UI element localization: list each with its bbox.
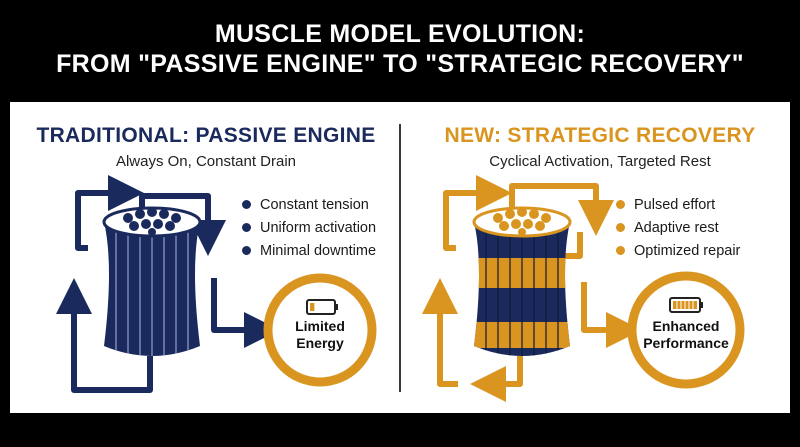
bullet-dot — [242, 223, 251, 232]
right-result-label: Enhanced Performance — [626, 318, 746, 352]
list-item: Minimal downtime — [242, 239, 376, 262]
arrow-top-left — [75, 175, 144, 251]
arrow-top-right — [139, 193, 226, 256]
right-result-line-1: Enhanced — [652, 318, 720, 334]
list-item: Optimized repair — [616, 239, 740, 262]
muscle-fiber-bundle-icon — [102, 206, 202, 356]
list-item: Adaptive rest — [616, 216, 740, 239]
bullet-dot — [242, 246, 251, 255]
bullet-text: Optimized repair — [634, 242, 741, 259]
arrow-top-left — [443, 175, 512, 251]
arrow-mid-right — [560, 232, 583, 259]
bullet-text: Pulsed effort — [634, 196, 716, 213]
left-subheading: Always On, Constant Drain — [115, 153, 297, 170]
limited-energy-ring — [263, 273, 377, 387]
muscle-fiber-bundle-striped-icon — [472, 206, 572, 356]
battery-full-icon — [669, 297, 703, 313]
battery-low-icon — [306, 299, 338, 315]
arrow-to-result — [211, 278, 280, 348]
bullet-dot — [616, 200, 625, 209]
enhanced-performance-ring — [627, 271, 745, 389]
bullet-dot — [616, 246, 625, 255]
right-cycle-arrows — [422, 175, 642, 402]
bullet-text: Minimal downtime — [260, 242, 377, 259]
arrow-bottom-return — [470, 356, 523, 402]
bullet-dot — [242, 200, 251, 209]
column-divider — [399, 124, 401, 392]
list-item: Constant tension — [242, 193, 376, 216]
left-cycle-arrows — [56, 175, 280, 393]
right-subheading: Cyclical Activation, Targeted Rest — [489, 153, 711, 170]
left-heading: TRADITIONAL: PASSIVE ENGINE — [36, 124, 376, 147]
right-heading: NEW: STRATEGIC RECOVERY — [444, 124, 756, 147]
bullet-text: Constant tension — [260, 196, 369, 213]
left-result-line-1: Limited — [295, 318, 345, 334]
arrow-left-up — [422, 278, 458, 387]
arrow-top-right — [509, 183, 614, 236]
arrow-bottom-return — [56, 278, 153, 393]
title-line-2: FROM "PASSIVE ENGINE" TO "STRATEGIC RECO… — [56, 50, 744, 78]
bullet-dot — [616, 223, 625, 232]
left-result-line-2: Energy — [296, 335, 344, 351]
arrow-to-result — [581, 282, 642, 348]
list-item: Uniform activation — [242, 216, 376, 239]
title: MUSCLE MODEL EVOLUTION: FROM "PASSIVE EN… — [0, 0, 800, 98]
bullet-text: Adaptive rest — [634, 219, 719, 236]
left-result-label: Limited Energy — [270, 318, 370, 352]
left-bullet-list: Constant tension Uniform activation Mini… — [242, 193, 376, 262]
title-line-1: MUSCLE MODEL EVOLUTION: — [214, 20, 586, 48]
list-item: Pulsed effort — [616, 193, 740, 216]
right-result-line-2: Performance — [643, 335, 729, 351]
right-bullet-list: Pulsed effort Adaptive rest Optimized re… — [616, 193, 740, 262]
bullet-text: Uniform activation — [260, 219, 377, 236]
